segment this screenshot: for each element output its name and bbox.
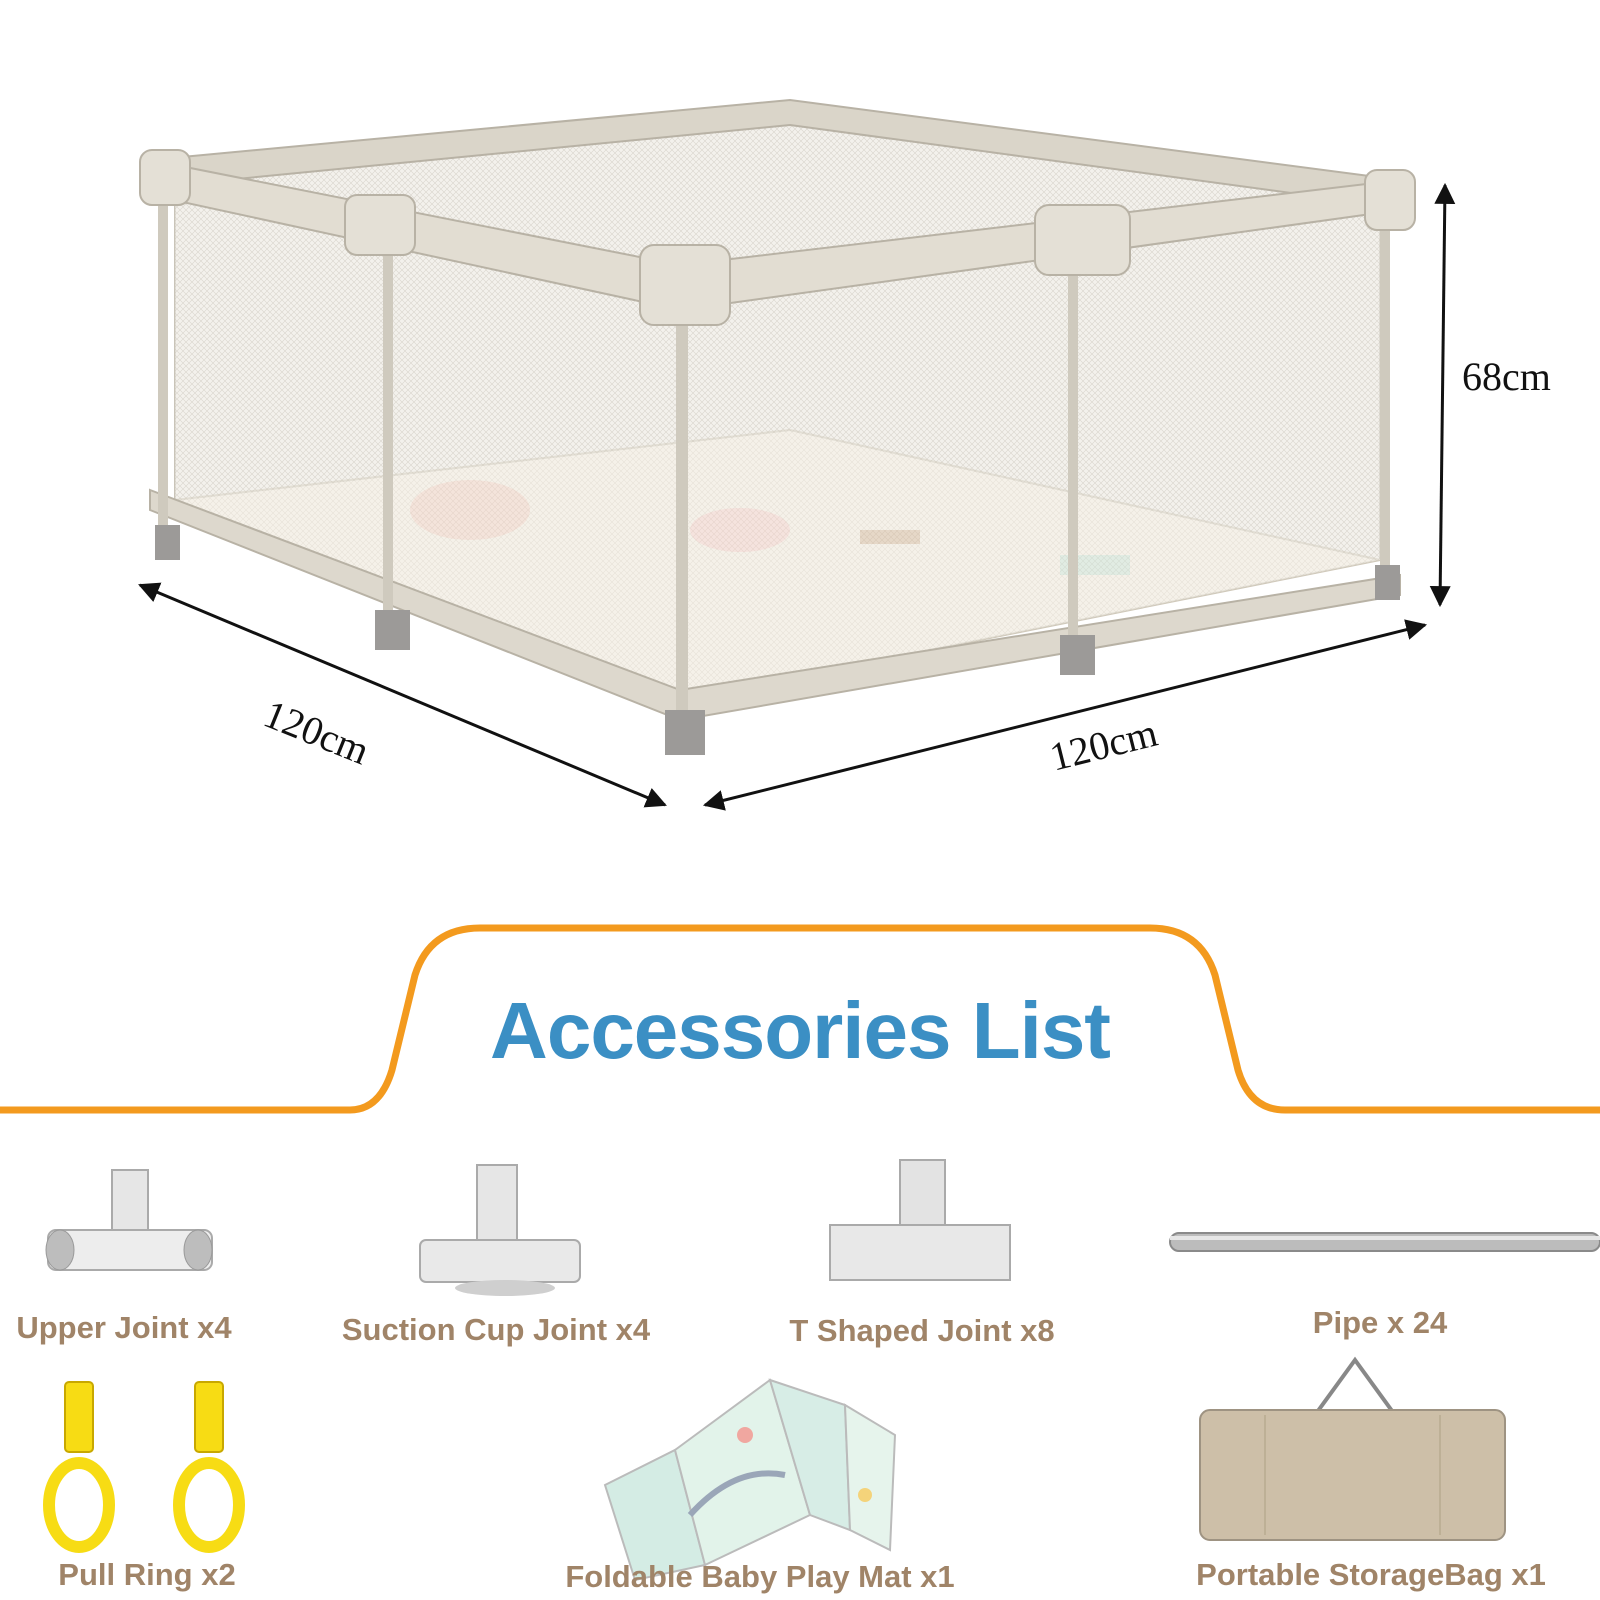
t-shaped-joint-label: T Shaped Joint x8: [789, 1313, 1055, 1348]
suction-cup-joint-label: Suction Cup Joint x4: [341, 1312, 651, 1347]
upper-joint-icon: [45, 1169, 213, 1271]
playpen-illustration: [139, 98, 1416, 755]
suction-cup-joint-icon: [419, 1164, 581, 1296]
pipe-icon: [1169, 1232, 1600, 1252]
storage-bag-label: Portable StorageBag x1: [1196, 1557, 1546, 1592]
pipe-label: Pipe x 24: [1312, 1305, 1448, 1340]
accessories-title: Accessories List: [490, 986, 1111, 1075]
storage-bag-icon: [1199, 1356, 1506, 1541]
t-shaped-joint-icon: [829, 1159, 1011, 1281]
upper-joint-label: Upper Joint x4: [16, 1310, 232, 1345]
pull-ring-icon: [43, 1381, 245, 1553]
width-arrow: [702, 619, 1428, 811]
play-mat-icon: [603, 1378, 897, 1582]
height-arrow: [1429, 182, 1456, 608]
pull-ring-label: Pull Ring x2: [58, 1557, 236, 1592]
height-label: 68cm: [1462, 354, 1551, 399]
play-mat-label: Foldable Baby Play Mat x1: [565, 1559, 955, 1594]
depth-arrow: [138, 582, 667, 808]
